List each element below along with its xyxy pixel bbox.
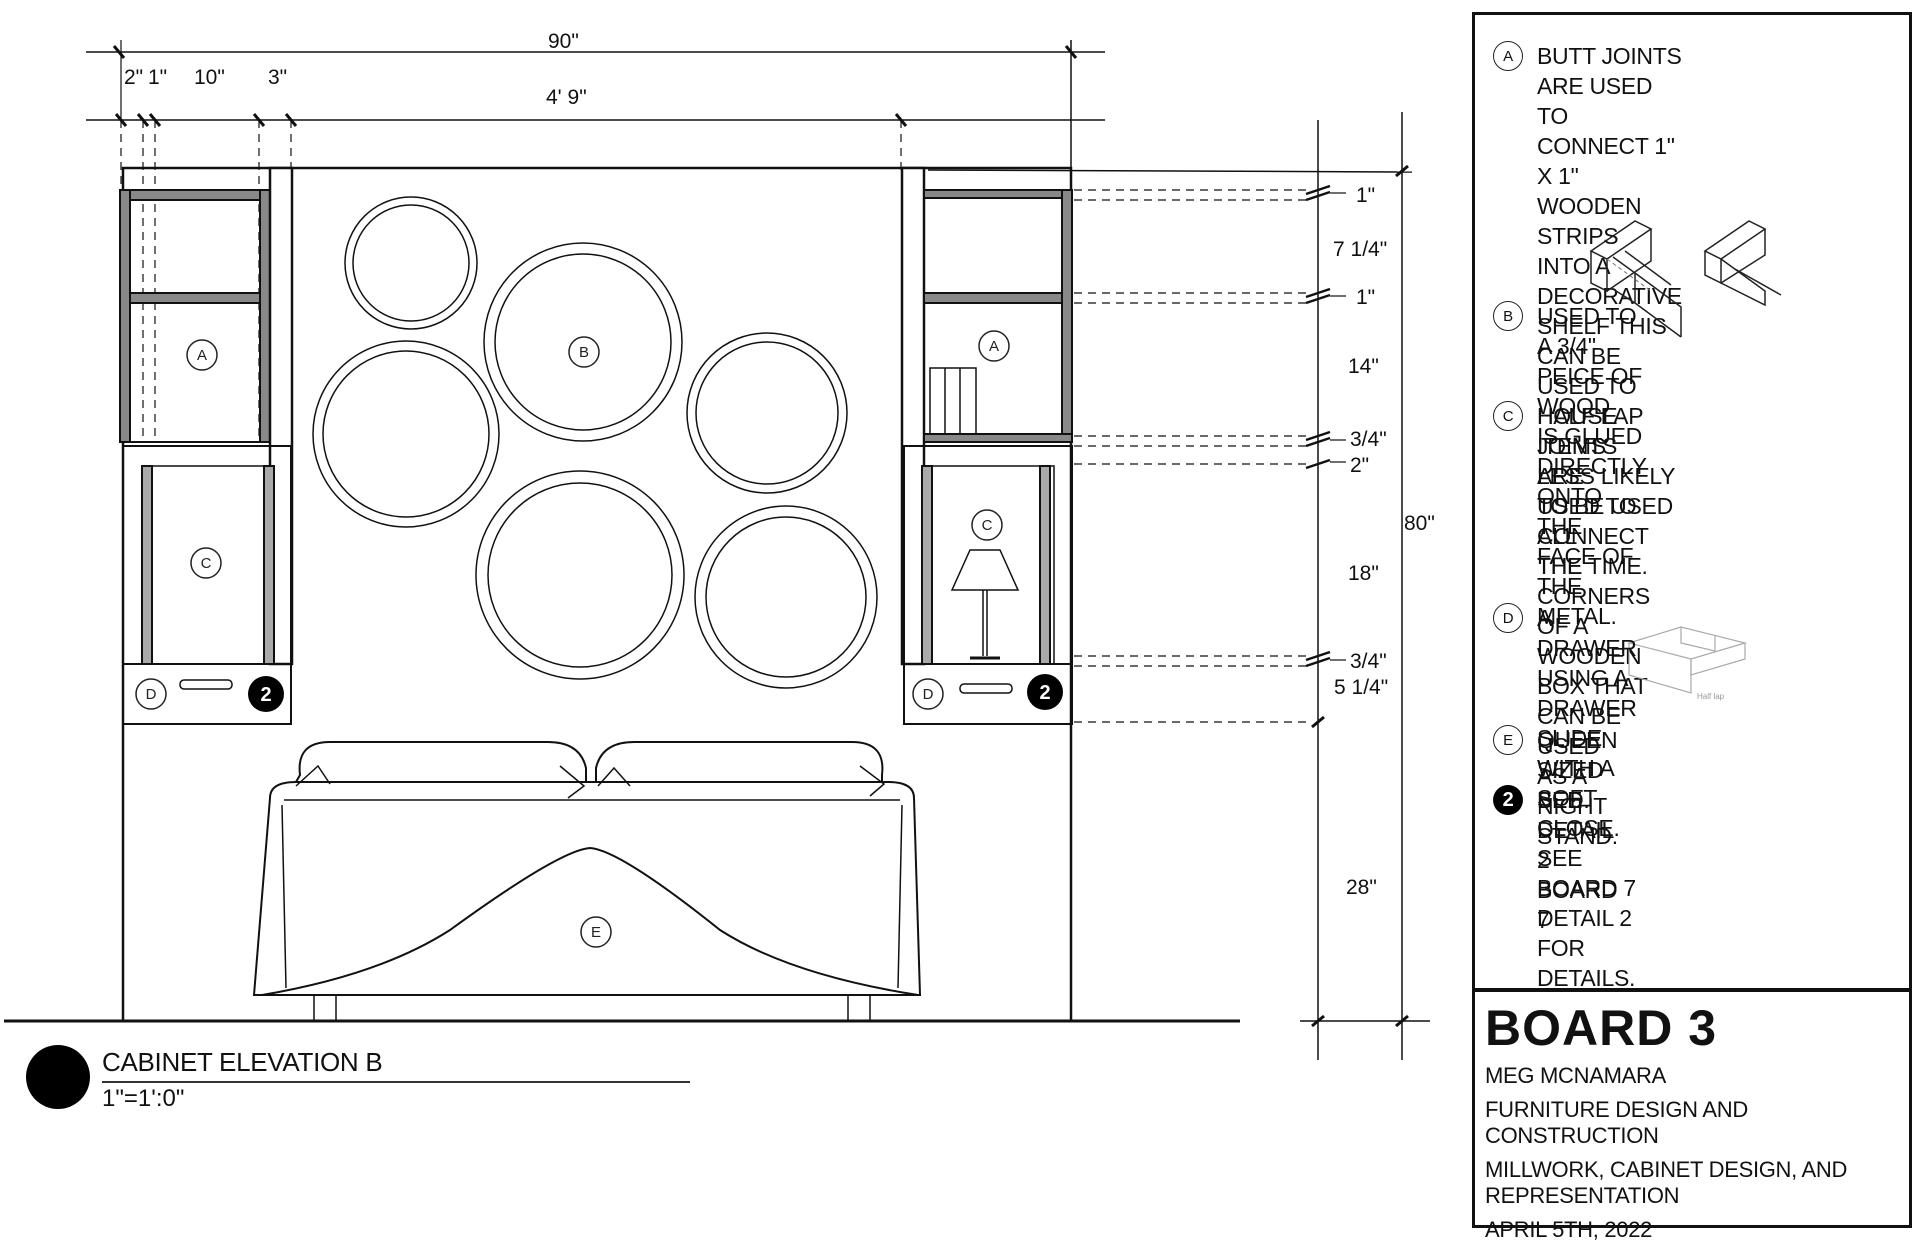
left-drawer-pull xyxy=(179,679,233,690)
table-lamp xyxy=(950,549,1020,660)
detail-tag-left: 2 xyxy=(260,684,271,706)
dim-right-6: 2" xyxy=(1350,454,1369,477)
dim-overall-height: 80" xyxy=(1404,512,1435,535)
note-tag-e: E xyxy=(1493,725,1523,755)
dim-seg-10: 10" xyxy=(194,66,225,89)
circle-mirrors xyxy=(312,196,878,689)
note-b-text: USED TO A 3/4" PEICE OF WOOD IS GLUED DI… xyxy=(1537,303,1647,629)
books xyxy=(929,367,977,435)
notes-panel: A BUTT JOINTS ARE USED TO CONNECT 1" X 1… xyxy=(1472,12,1912,992)
tag-c-right: C xyxy=(982,517,993,534)
tag-e: E xyxy=(591,924,601,941)
note-tag-d: D xyxy=(1493,603,1523,633)
dim-right-3: 1" xyxy=(1356,286,1375,309)
caption-marker-icon xyxy=(26,1045,90,1109)
half-lap-label: Half lap xyxy=(1697,692,1725,701)
left-nightstand xyxy=(122,445,292,725)
dim-right-4: 14" xyxy=(1348,355,1379,378)
date: APRIL 5TH, 2022 xyxy=(1485,1217,1653,1242)
note-c-text: HALF LAP JOINTS ARE USED TO CONNECT THE … xyxy=(1537,403,1650,849)
caption-scale: 1"=1':0" xyxy=(102,1085,185,1112)
board-title: BOARD 3 xyxy=(1485,1000,1718,1056)
tag-c-left: C xyxy=(201,555,212,572)
note-e-text: QUEEN SIZED BED. xyxy=(1537,727,1618,813)
half-lap-illustration: Half lap xyxy=(1626,626,1748,701)
note-tag-a: A xyxy=(1493,41,1523,71)
right-nightstand xyxy=(903,445,1073,725)
author-name: MEG MCNAMARA xyxy=(1485,1063,1666,1088)
butt-joint-illustration xyxy=(1589,220,1782,338)
dim-right-5: 3/4" xyxy=(1350,428,1387,451)
tag-a-left: A xyxy=(197,347,207,364)
dim-inner-width: 4' 9" xyxy=(546,86,587,109)
tag-d-left: D xyxy=(146,686,157,703)
right-shelf-unit xyxy=(900,166,1073,666)
dim-right-8: 3/4" xyxy=(1350,650,1387,673)
note-tag-c: C xyxy=(1493,401,1523,431)
note-a-text: BUTT JOINTS ARE USED TO CONNECT 1" X 1" … xyxy=(1537,43,1682,579)
dim-seg-1: 1" xyxy=(148,66,167,89)
dim-right-10: 28" xyxy=(1346,876,1377,899)
dim-right-1: 1" xyxy=(1356,184,1375,207)
tag-b: B xyxy=(579,344,589,361)
note-detail-2-text: SEE DETAIL 2 BOARD 7 xyxy=(1537,787,1618,933)
title-block: BOARD 3 MEG MCNAMARA FURNITURE DESIGN AN… xyxy=(1472,988,1912,1242)
tag-d-right: D xyxy=(923,686,934,703)
caption-rule xyxy=(102,1081,690,1083)
right-drawer-pull xyxy=(959,683,1013,694)
note-tag-detail-2: 2 xyxy=(1493,785,1523,815)
note-d-text: A DRAWER USING A DRAWER SLIDE WITH A SOF… xyxy=(1537,605,1637,991)
detail-tag-right: 2 xyxy=(1039,682,1050,704)
dim-overall-width: 90" xyxy=(548,30,579,53)
project-name: MILLWORK, CABINET DESIGN, AND REPRESENTA… xyxy=(1485,1157,1848,1208)
tag-a-right: A xyxy=(989,338,999,355)
dim-right-2: 7 1/4" xyxy=(1333,238,1387,261)
dim-right-7: 18" xyxy=(1348,562,1379,585)
dim-right-9: 5 1/4" xyxy=(1334,676,1388,699)
left-shelf-unit xyxy=(119,166,294,666)
note-tag-b: B xyxy=(1493,301,1523,331)
dim-seg-2: 2" xyxy=(124,66,143,89)
caption-title: CABINET ELEVATION B xyxy=(102,1047,383,1077)
dim-seg-3: 3" xyxy=(268,66,287,89)
queen-bed xyxy=(252,741,922,1022)
course-name: FURNITURE DESIGN AND CONSTRUCTION xyxy=(1485,1097,1748,1148)
